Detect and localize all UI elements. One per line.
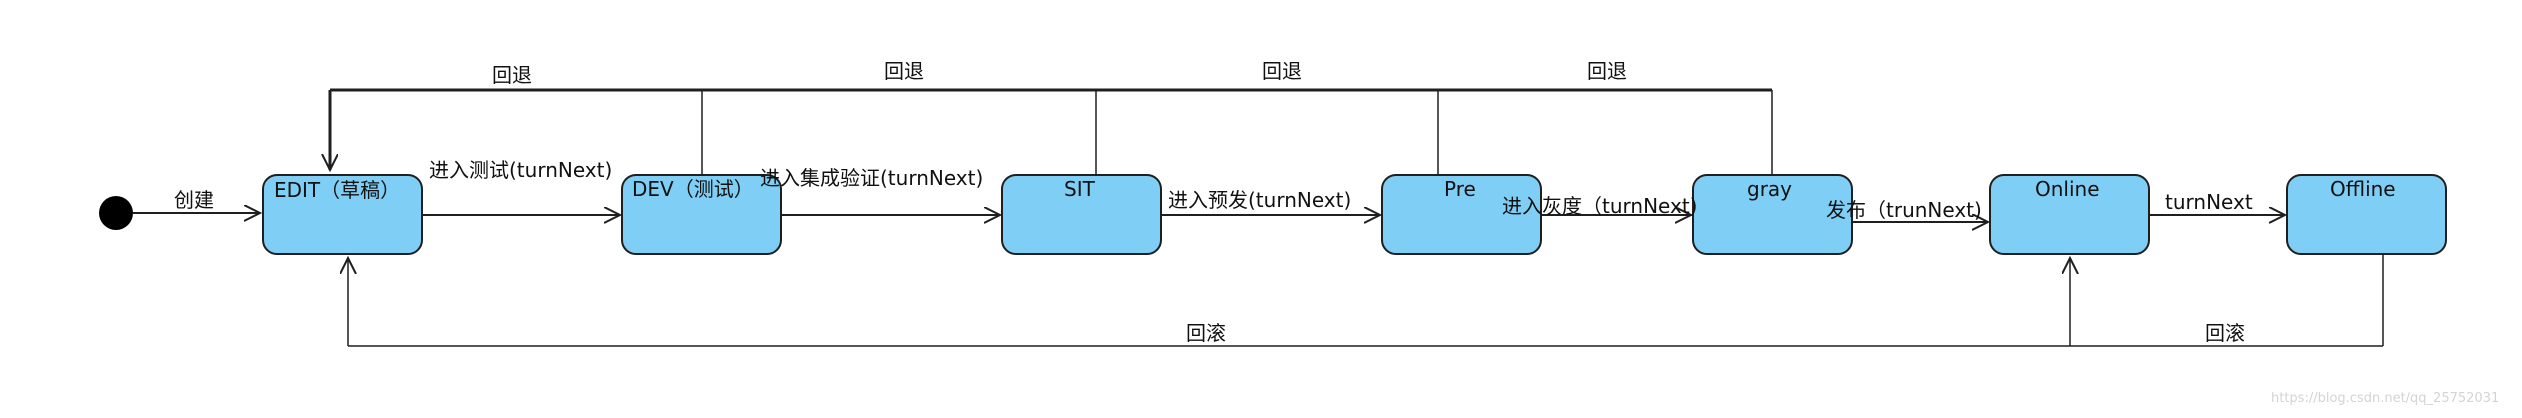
dev-to-sit-label: 进入集成验证(turnNext) bbox=[760, 166, 983, 190]
state-dev-label: DEV（测试） bbox=[632, 177, 754, 201]
create-label: 创建 bbox=[174, 188, 214, 212]
state-pre-label: Pre bbox=[1444, 177, 1476, 201]
edit-to-dev-label: 进入测试(turnNext) bbox=[429, 158, 612, 182]
rollback-label-2: 回退 bbox=[884, 59, 924, 83]
rollback-label-3: 回退 bbox=[1262, 59, 1302, 83]
state-edit-label: EDIT（草稿） bbox=[274, 178, 400, 202]
state-edit: EDIT（草稿） bbox=[262, 174, 423, 255]
state-online: Online bbox=[1989, 174, 2150, 255]
sit-to-pre-label: 进入预发(turnNext) bbox=[1168, 188, 1351, 212]
watermark-text: https://blog.csdn.net/qq_25752031 bbox=[2271, 391, 2499, 406]
rollout-label-2: 回滚 bbox=[2205, 321, 2245, 345]
state-offline: Offline bbox=[2286, 174, 2447, 255]
state-dev: DEV（测试） bbox=[621, 174, 782, 255]
rollback-label-1: 回退 bbox=[492, 63, 532, 87]
state-gray-label: gray bbox=[1747, 177, 1792, 201]
start-node bbox=[99, 196, 133, 230]
state-gray: gray bbox=[1692, 174, 1853, 255]
state-pre: Pre bbox=[1381, 174, 1542, 255]
rollout-label-1: 回滚 bbox=[1186, 321, 1226, 345]
state-sit: SIT bbox=[1001, 174, 1162, 255]
state-online-label: Online bbox=[2035, 177, 2100, 201]
state-offline-label: Offline bbox=[2330, 177, 2396, 201]
pre-to-gray-label: 进入灰度（turnNext) bbox=[1502, 194, 1697, 218]
online-to-offline-label: turnNext bbox=[2165, 190, 2253, 214]
gray-to-online-label: 发布（trunNext) bbox=[1826, 198, 1982, 222]
state-sit-label: SIT bbox=[1064, 177, 1096, 201]
rollback-label-4: 回退 bbox=[1587, 59, 1627, 83]
